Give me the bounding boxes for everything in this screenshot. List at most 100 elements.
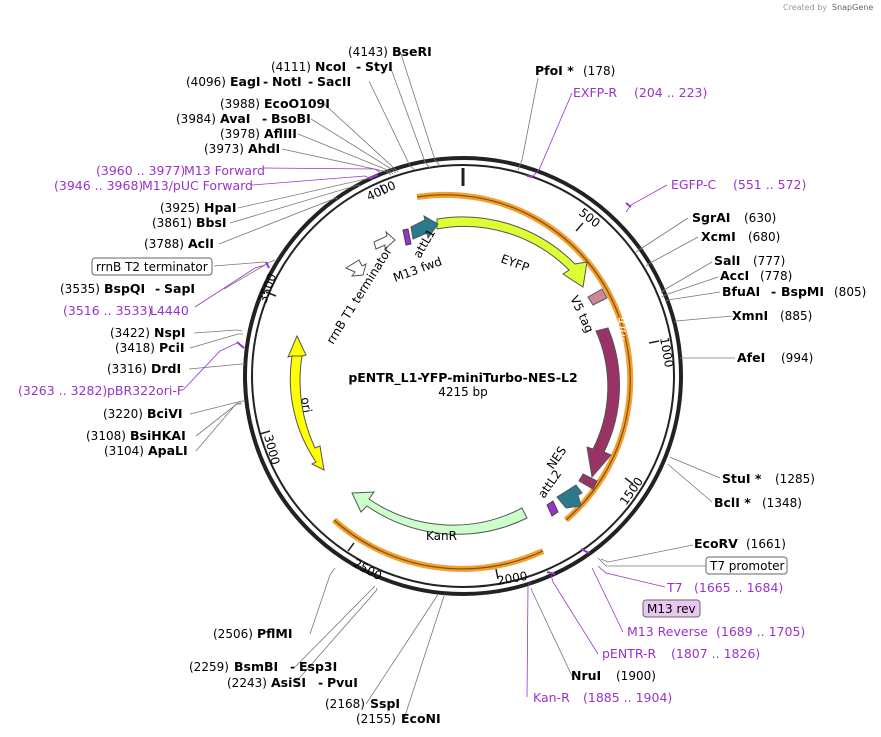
site-afliii[interactable]: AflIII xyxy=(264,126,297,141)
site-acci[interactable]: AccI xyxy=(720,268,749,283)
site-bsihkai[interactable]: BsiHKAI xyxy=(130,428,186,443)
site-acli[interactable]: AclI xyxy=(188,236,214,251)
site-bspqi[interactable]: BspQI xyxy=(104,281,145,296)
nes-feature[interactable] xyxy=(578,473,598,490)
site-bbsi[interactable]: BbsI xyxy=(196,215,227,230)
site-nrui-pos: (1900) xyxy=(616,669,656,683)
site-bseri[interactable]: BseRI xyxy=(392,44,432,59)
svg-text:-: - xyxy=(262,111,267,126)
backbone-outer xyxy=(243,156,683,596)
site-apali[interactable]: ApaLI xyxy=(148,443,188,458)
site-bsmbi[interactable]: BsmBI xyxy=(234,659,278,674)
site-econi[interactable]: EcoNI xyxy=(401,711,441,726)
site-bcli[interactable]: BclI * xyxy=(714,495,751,510)
site-ecorv[interactable]: EcoRV xyxy=(694,536,738,551)
site-eagi-pos: (4096) xyxy=(186,75,226,89)
site-nspi[interactable]: NspI xyxy=(154,325,186,340)
site-ncoi[interactable]: NcoI xyxy=(315,59,346,74)
site-sali-pos: (777) xyxy=(753,254,785,268)
primer-t7[interactable]: T7 xyxy=(666,580,683,595)
site-bcivi-pos: (3220) xyxy=(103,407,143,421)
site-hpai[interactable]: HpaI xyxy=(204,200,237,215)
site-bfuai[interactable]: BfuAI xyxy=(722,284,760,299)
site-sgrai-pos: (630) xyxy=(744,211,776,225)
site-pfoi[interactable]: PfoI * xyxy=(535,63,574,78)
primer-m13puc-forward-range: (3946 .. 3968) xyxy=(54,178,143,193)
site-styi[interactable]: StyI xyxy=(365,59,393,74)
attl1-marker xyxy=(402,228,412,246)
primer-m13-reverse[interactable]: M13 Reverse xyxy=(627,624,708,639)
primer-exfp-r[interactable]: EXFP-R xyxy=(573,85,617,100)
site-pflmi[interactable]: PflMI xyxy=(257,626,293,641)
t7-promoter-box[interactable] xyxy=(705,556,788,575)
eyfp-label: EYFP xyxy=(499,252,531,275)
attl1-feature[interactable] xyxy=(410,214,439,240)
site-pflmi-pos: (2506) xyxy=(213,627,253,641)
site-bsobi[interactable]: BsoBI xyxy=(271,111,311,126)
site-bspmi[interactable]: BspMI xyxy=(781,284,824,299)
site-ecoo109i[interactable]: EcoO109I xyxy=(264,96,330,111)
primer-egfp-c-range: (551 .. 572) xyxy=(733,177,806,192)
primer-m13-forward[interactable]: M13 Forward xyxy=(184,163,265,178)
site-xmni-pos: (885) xyxy=(780,309,812,323)
site-sapi[interactable]: SapI xyxy=(164,281,195,296)
primer-egfp-c[interactable]: EGFP-C xyxy=(671,177,717,192)
site-sacii[interactable]: SacII xyxy=(317,74,351,89)
site-sspi[interactable]: SspI xyxy=(370,696,400,711)
site-hpai-pos: (3925) xyxy=(160,201,200,215)
svg-text:-: - xyxy=(356,59,361,74)
primer-l4440[interactable]: L4440 xyxy=(150,303,189,318)
site-irui[interactable]: NruI xyxy=(571,668,601,683)
svg-text:-: - xyxy=(308,74,313,89)
backbone-inner xyxy=(251,164,675,588)
site-noti[interactable]: NotI xyxy=(272,74,302,89)
site-sgrai[interactable]: SgrAI xyxy=(692,210,730,225)
site-pvui[interactable]: PvuI xyxy=(327,675,358,690)
v5-tag-feature[interactable] xyxy=(587,288,608,306)
primer-m13puc-forward[interactable]: M13/pUC Forward xyxy=(142,178,253,193)
site-stui[interactable]: StuI * xyxy=(722,471,762,486)
site-pcii[interactable]: PciI xyxy=(159,340,185,355)
site-esp3i[interactable]: Esp3I xyxy=(299,659,337,674)
site-bspqi-pos: (3535) xyxy=(60,282,100,296)
primer-l4440-range: (3516 .. 3533) xyxy=(63,303,152,318)
tick-3500: 3500 xyxy=(256,272,280,305)
primers-right: EXFP-R (204 .. 223) EGFP-C (551 .. 572) … xyxy=(533,85,806,705)
miniturbo-feature[interactable] xyxy=(586,327,620,479)
primer-m13-reverse-range: (1689 .. 1705) xyxy=(716,624,805,639)
eyfp-feature[interactable] xyxy=(436,216,588,288)
site-ecorv-pos: (1661) xyxy=(746,537,786,551)
m13-rev-box[interactable] xyxy=(642,599,701,618)
tick-2500: 2500 xyxy=(351,556,385,583)
tick-marks xyxy=(259,184,660,580)
site-acli-pos: (3788) xyxy=(144,237,184,251)
ori-feature[interactable] xyxy=(289,355,325,471)
sites-right: PfoI * (178) SgrAI (630) XcmI (680) SalI… xyxy=(535,63,866,683)
site-xcmi[interactable]: XcmI xyxy=(701,229,736,244)
attl2-feature[interactable] xyxy=(556,484,583,509)
site-asisi[interactable]: AsiSI xyxy=(271,675,306,690)
site-ahdi[interactable]: AhdI xyxy=(248,141,280,156)
site-nspi-pos: (3422) xyxy=(110,326,150,340)
site-avai[interactable]: AvaI xyxy=(220,111,250,126)
rrnb-t1-feature[interactable] xyxy=(344,259,367,277)
site-avai-pos: (3984) xyxy=(176,112,216,126)
m13-rev-label: M13 rev xyxy=(647,602,696,616)
site-drdi[interactable]: DrdI xyxy=(151,361,181,376)
primer-pbr322ori-f[interactable]: pBR322ori-F xyxy=(107,383,184,398)
site-afei[interactable]: AfeI xyxy=(737,350,765,365)
ori-arrowhead xyxy=(287,334,307,358)
kanr-feature[interactable] xyxy=(351,491,528,535)
primer-pentr-r[interactable]: pENTR-R xyxy=(602,646,657,661)
orange-arc-upper-core xyxy=(416,194,631,521)
site-asisi-pos: (2243) xyxy=(227,676,267,690)
primer-exfp-r-range: (204 .. 223) xyxy=(634,85,707,100)
ori-label: ori xyxy=(298,396,314,414)
primer-kan-r[interactable]: Kan-R xyxy=(533,690,570,705)
site-sali[interactable]: SalI xyxy=(714,253,740,268)
rrnb-t2-box[interactable] xyxy=(91,257,213,276)
site-bcivi[interactable]: BciVI xyxy=(147,406,183,421)
site-xmni[interactable]: XmnI xyxy=(732,308,768,323)
site-eagi[interactable]: EagI xyxy=(230,74,261,89)
site-ecoo109i-pos: (3988) xyxy=(220,97,260,111)
